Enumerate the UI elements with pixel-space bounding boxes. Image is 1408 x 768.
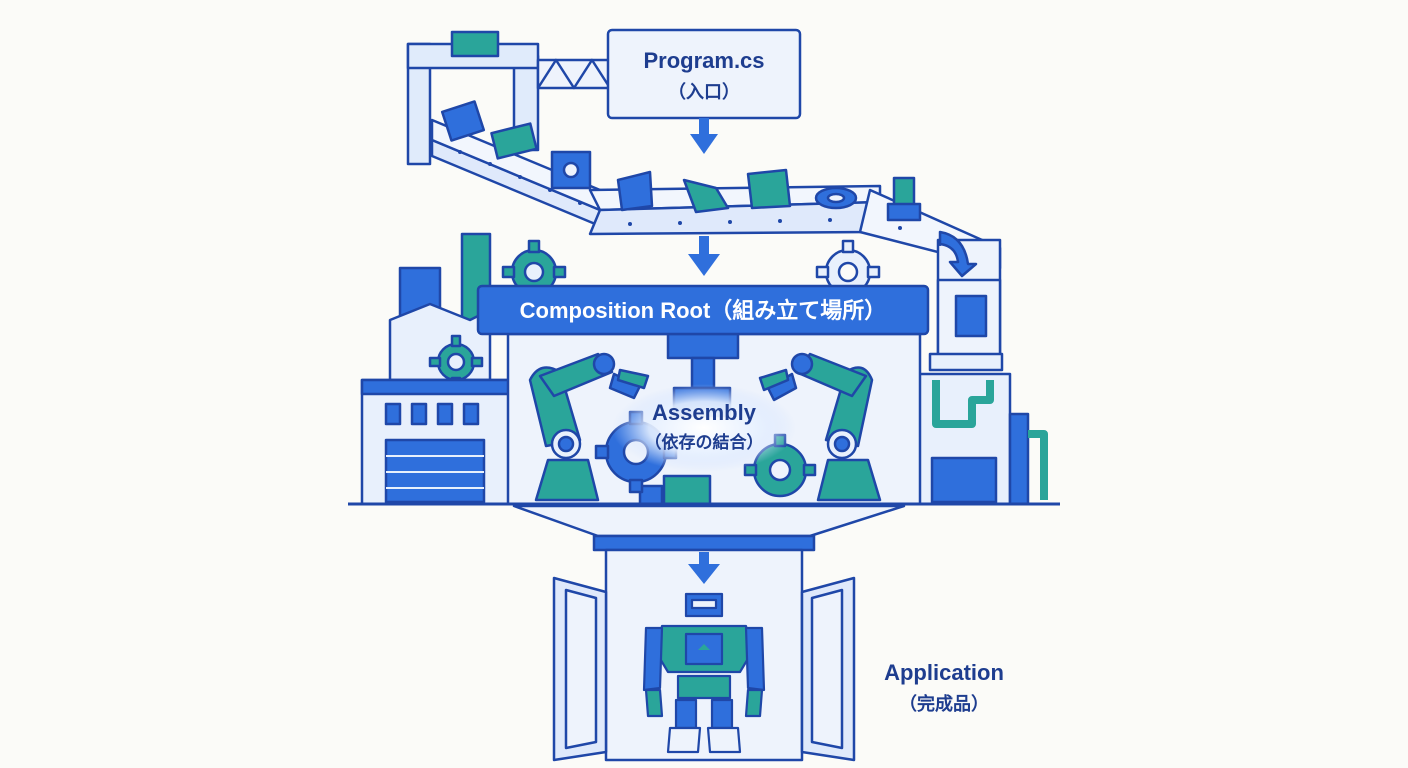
conveyor xyxy=(406,30,1002,362)
robot-arm-icon xyxy=(528,352,650,502)
entry-box: Program.cs （入口） xyxy=(606,28,802,120)
assembly-title: Assembly xyxy=(652,400,757,425)
pipe xyxy=(1028,430,1048,500)
factory-windows xyxy=(384,402,480,426)
chute-collar xyxy=(592,534,816,552)
assembly-subtitle: （依存の結合） xyxy=(645,432,764,452)
gear-icon xyxy=(815,239,881,296)
ceiling-press xyxy=(666,332,740,360)
composition-root-label: Composition Root（組み立て場所） xyxy=(520,298,887,323)
application-subtitle: （完成品） xyxy=(899,693,989,714)
robot-icon xyxy=(642,592,766,754)
pipe xyxy=(932,380,994,428)
funnel xyxy=(512,504,906,538)
door-icon xyxy=(800,576,856,762)
factory-right-door xyxy=(930,456,998,504)
assembly-label-group: Assembly （依存の結合） xyxy=(612,384,796,472)
truss xyxy=(536,58,612,90)
factory-right-side xyxy=(1008,412,1030,506)
factory xyxy=(348,232,1060,506)
robot-arm-icon xyxy=(758,352,882,502)
factory-left-roof xyxy=(360,378,514,396)
door-icon xyxy=(552,576,608,762)
application-label-group: Application （完成品） xyxy=(884,660,1004,714)
arrow-down-icon xyxy=(690,118,718,154)
composition-root-banner: Composition Root（組み立て場所） xyxy=(476,284,930,336)
gear-icon xyxy=(501,239,567,296)
banner-bg xyxy=(476,284,930,336)
cargo-items xyxy=(440,100,978,278)
application-title: Application xyxy=(884,660,1004,685)
entry-subtitle: （入口） xyxy=(668,82,740,102)
entry-box-frame xyxy=(606,28,802,120)
arrow-down-icon xyxy=(688,552,720,584)
arrow-down-icon xyxy=(688,236,720,276)
assembly-glow xyxy=(612,384,796,472)
entry-title: Program.cs xyxy=(643,48,764,73)
hopper-box xyxy=(954,294,988,338)
factory-right-cap xyxy=(928,352,1004,372)
gantry-box xyxy=(450,30,500,58)
